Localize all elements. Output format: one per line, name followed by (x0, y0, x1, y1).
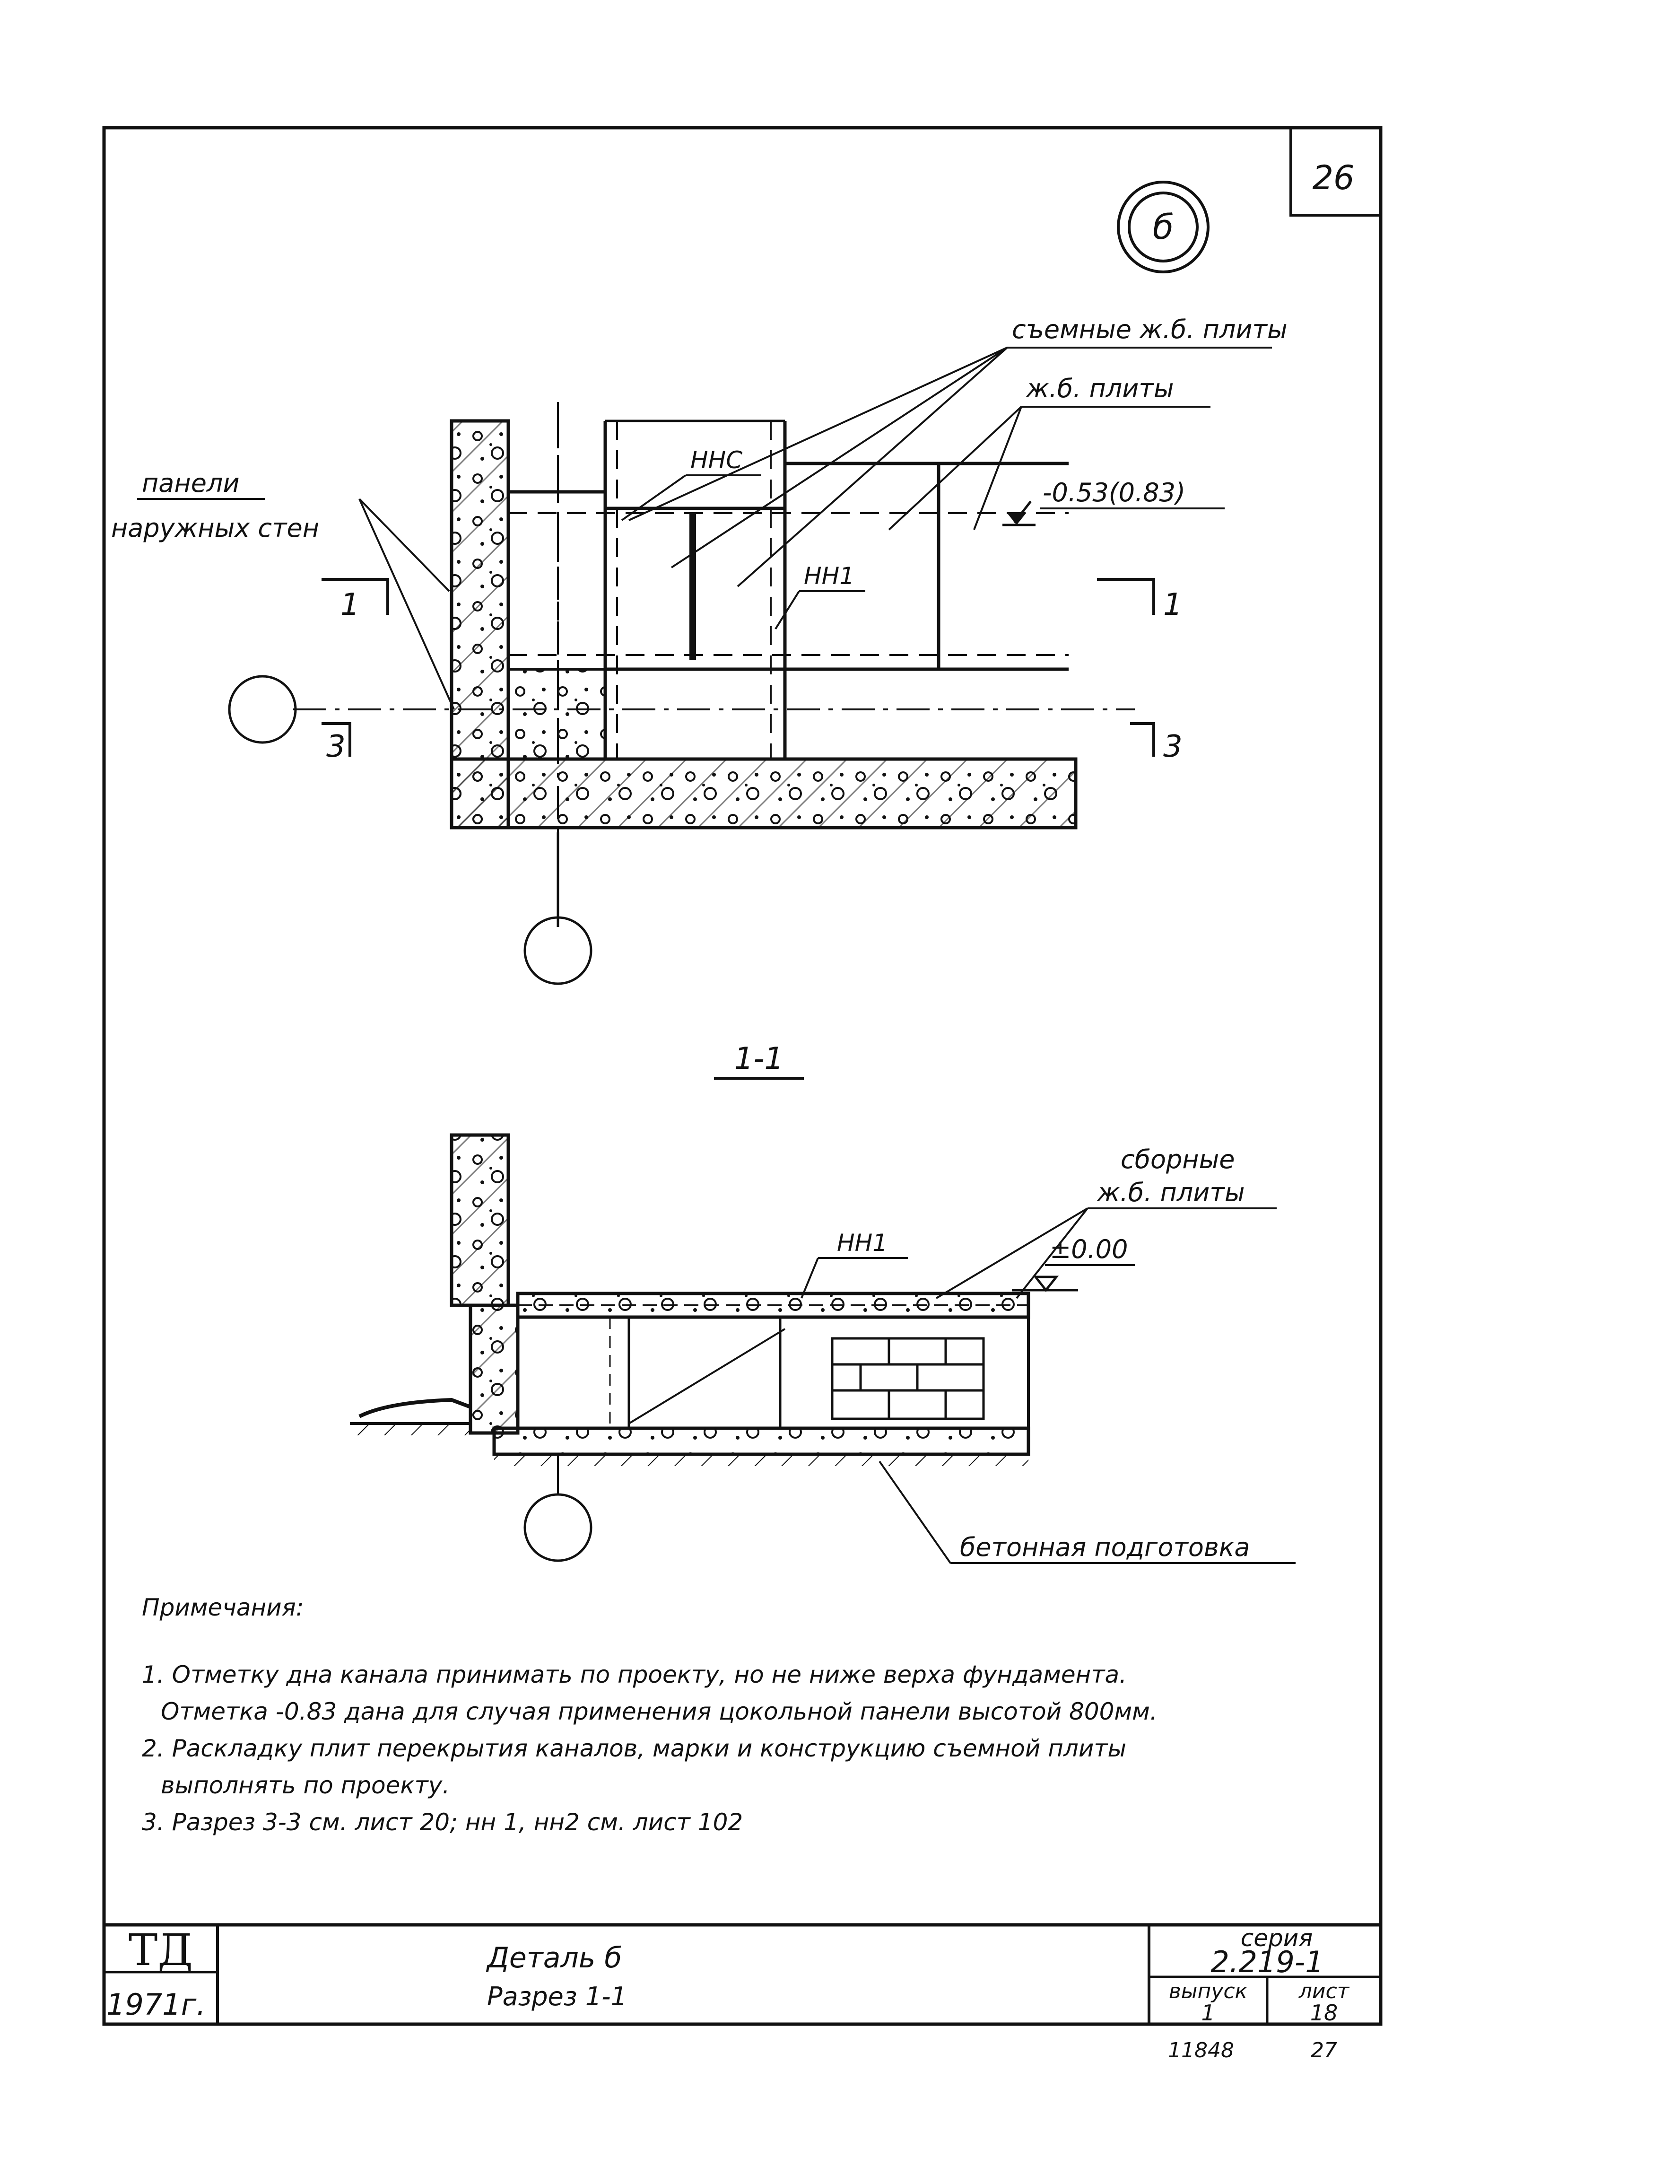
note-line: 2. Раскладку плит перекрытия каналов, ма… (142, 1735, 1126, 1762)
note-line: выполнять по проекту. (161, 1772, 450, 1799)
section-elevation: ±0.00 (1050, 1234, 1128, 1264)
label-nms: ННС (690, 446, 742, 474)
tb-sheet-label: лист (1298, 1979, 1350, 2003)
label-slabs: ж.б. плиты (1025, 374, 1174, 403)
detail-marker-inner (1128, 192, 1199, 262)
cut-1-right-label: 1 (1163, 587, 1183, 622)
label-nn1: НН1 (804, 562, 854, 590)
tb-footer-right: 27 (1311, 2038, 1337, 2062)
corner-number-box (1289, 128, 1381, 217)
label-removable-slabs: съемные ж.б. плиты (1012, 314, 1288, 344)
label-section-nn1: НН1 (837, 1229, 888, 1257)
section-brick (831, 1337, 985, 1420)
corner-block (507, 668, 607, 760)
tb-org: ТД (129, 1925, 193, 1975)
label-precast-line2: ж.б. плиты (1096, 1178, 1245, 1207)
label-concrete-base: бетонная подготовка (960, 1532, 1250, 1562)
section-view: 1-1 (350, 1041, 1296, 1564)
section-ground (494, 1454, 1028, 1466)
tb-sheet-value: 18 (1310, 2000, 1338, 2026)
cut-1-left-label: 1 (340, 587, 360, 622)
note-line: 3. Разрез 3-3 см. лист 20; нн 1, нн2 см.… (142, 1808, 743, 1836)
tb-name-line1: Деталь б (486, 1941, 622, 1974)
note-line: Отметка -0.83 дана для случая применения… (161, 1698, 1158, 1725)
notes-block: Примечания: 1. Отметку дна канала приним… (142, 1589, 1371, 1841)
corner-number: 26 (1312, 158, 1354, 197)
section-bottom-slab (492, 1426, 1030, 1456)
tb-series-label: серия (1241, 1924, 1313, 1952)
cut-3-right-label: 3 (1163, 729, 1183, 764)
tb-name-line2: Разрез 1-1 (487, 1982, 627, 2011)
plan-view: 1 1 3 3 -0.53(0.83) съемные ж.б. плиты ж… (111, 314, 1288, 985)
notes-title: Примечания: (142, 1594, 304, 1621)
title-block (104, 1923, 1381, 2024)
label-outer-wall-line1: панели (142, 468, 240, 498)
tb-issue-value: 1 (1201, 2000, 1215, 2026)
tb-year: 1971г. (106, 1987, 206, 2022)
reference-circle-bottom (523, 916, 592, 985)
plan-elevation: -0.53(0.83) (1043, 478, 1185, 507)
sheet-frame (102, 126, 1383, 2026)
reference-circle-section (523, 1493, 592, 1562)
note-line: 1. Отметку дна канала принимать по проек… (142, 1661, 1127, 1688)
label-precast-line1: сборные (1121, 1144, 1235, 1174)
reference-circle-left (228, 675, 297, 744)
tb-issue-label: выпуск (1169, 1979, 1248, 2003)
tb-series-value: 2.219-1 (1210, 1945, 1323, 1979)
detail-marker-letter: б (1153, 207, 1174, 247)
label-outer-wall-line2: наружных стен (111, 513, 319, 543)
tb-footer-left: 11848 (1168, 2038, 1234, 2062)
section-title: 1-1 (734, 1041, 784, 1076)
cut-3-left-label: 3 (326, 729, 346, 764)
detail-marker-outer (1117, 181, 1210, 273)
